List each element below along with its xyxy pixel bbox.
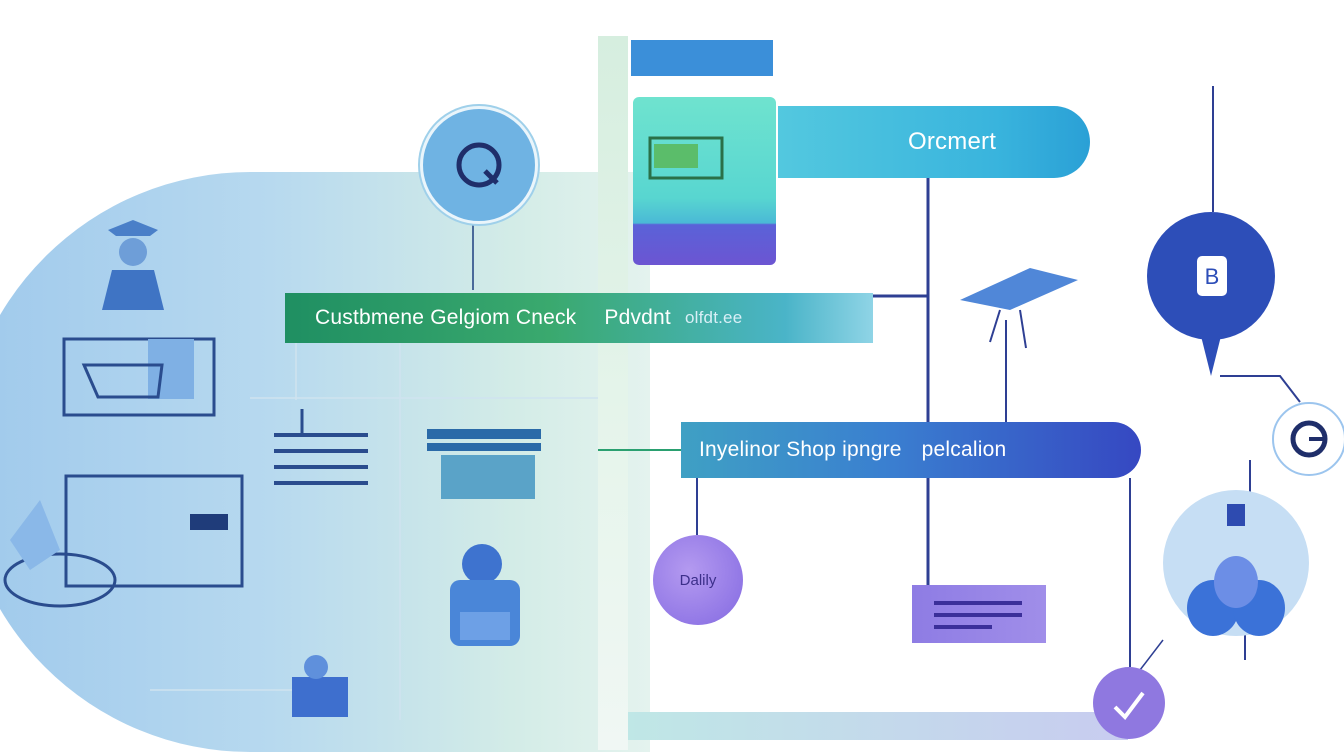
order-banner-label: Orcmert bbox=[908, 128, 997, 155]
list-icon bbox=[274, 409, 368, 485]
background-shape bbox=[0, 172, 650, 752]
vertical-divider bbox=[598, 36, 628, 750]
document-icon bbox=[934, 601, 1022, 629]
drone-icon bbox=[960, 268, 1078, 349]
location-pin[interactable]: B bbox=[1147, 212, 1275, 340]
screen-icon bbox=[648, 136, 724, 180]
customer-banner-label-3: olfdt.ee bbox=[684, 308, 743, 327]
person-icon bbox=[102, 220, 164, 310]
box-icon bbox=[427, 429, 541, 499]
top-bar bbox=[631, 40, 773, 76]
order-banner[interactable]: Orcmert bbox=[778, 106, 1090, 178]
bottom-connector-bar bbox=[628, 712, 1128, 740]
refresh-icon bbox=[1290, 420, 1328, 458]
search-icon bbox=[456, 142, 502, 188]
inventory-banner-label: Inyelinor Shop ipngre bbox=[699, 438, 902, 461]
refresh-node[interactable] bbox=[1272, 402, 1344, 476]
search-node[interactable] bbox=[420, 106, 538, 224]
bag-icon bbox=[450, 544, 520, 646]
screen-card bbox=[633, 97, 776, 265]
daily-label: Dalily bbox=[679, 571, 717, 589]
customer-banner[interactable]: Custbmene Gelgiom Cnеck Pdvdnt olfdt.ee bbox=[285, 293, 873, 343]
check-icon bbox=[1113, 691, 1145, 721]
pin-letter: B bbox=[1205, 264, 1220, 289]
laptop-icon bbox=[62, 337, 216, 417]
daily-node[interactable]: Dalily bbox=[653, 535, 743, 625]
people-icon bbox=[1187, 504, 1285, 636]
store-icon: B bbox=[1197, 256, 1227, 296]
monitor-icon bbox=[292, 655, 348, 717]
people-node[interactable] bbox=[1163, 490, 1309, 636]
customer-banner-label: Custbmene Gelgiom Cnеck bbox=[315, 306, 577, 329]
bottom-node[interactable] bbox=[1093, 667, 1165, 739]
inventory-banner-label-2: pelcalion bbox=[921, 438, 1007, 461]
building-icon bbox=[3, 474, 244, 608]
inventory-banner[interactable]: Inyelinor Shop ipngre pelcalion bbox=[681, 422, 1141, 478]
customer-banner-label-2: Pdvdnt bbox=[604, 306, 671, 329]
